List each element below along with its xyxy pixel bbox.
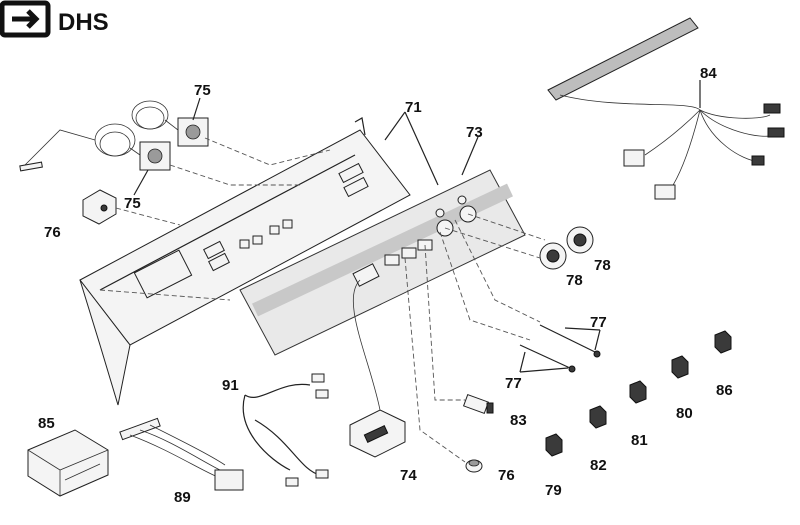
cap-76-lower xyxy=(465,459,483,473)
dhs-logo: DHS xyxy=(0,0,109,38)
switch-79 xyxy=(545,433,563,457)
switch-76-upper xyxy=(82,189,117,225)
switch-82 xyxy=(589,405,607,429)
panel-buttons xyxy=(203,162,369,272)
switch-86 xyxy=(714,330,732,354)
label-84: 84 xyxy=(700,65,717,82)
label-83: 83 xyxy=(510,412,527,429)
logo-text: DHS xyxy=(58,9,109,36)
label-91: 91 xyxy=(222,377,239,394)
label-76-lower: 76 xyxy=(498,467,515,484)
label-80: 80 xyxy=(676,405,693,422)
label-75-lower: 75 xyxy=(124,195,141,212)
switch-80 xyxy=(671,355,689,379)
timer-box-74 xyxy=(349,279,406,458)
thermostat-75-lower xyxy=(19,123,171,172)
control-box-85 xyxy=(27,429,109,497)
label-89: 89 xyxy=(174,489,191,506)
leader-lines xyxy=(99,80,701,463)
label-78-left: 78 xyxy=(566,272,583,289)
label-74: 74 xyxy=(400,467,417,484)
label-78-right: 78 xyxy=(594,257,611,274)
label-82: 82 xyxy=(590,457,607,474)
label-76-upper: 76 xyxy=(44,224,61,241)
label-77-upper: 77 xyxy=(590,314,607,331)
thermostat-75-upper xyxy=(131,100,209,147)
label-77-lower: 77 xyxy=(505,375,522,392)
label-86: 86 xyxy=(716,382,733,399)
label-81: 81 xyxy=(631,432,648,449)
label-73: 73 xyxy=(466,124,483,141)
sensor-77-lower xyxy=(519,344,576,373)
label-71: 71 xyxy=(405,99,422,116)
harness-89 xyxy=(119,417,244,491)
part-labels: 71 73 74 75 75 76 76 77 77 78 78 79 80 8… xyxy=(38,65,733,506)
sensor-77-upper xyxy=(539,324,601,358)
harness-84 xyxy=(547,17,785,200)
lampholder-83 xyxy=(462,393,494,415)
switch-81 xyxy=(629,380,647,404)
label-85: 85 xyxy=(38,415,55,432)
label-79: 79 xyxy=(545,482,562,499)
control-panel-71 xyxy=(79,117,411,406)
knob-78-left xyxy=(539,242,567,270)
label-75-upper: 75 xyxy=(194,82,211,99)
cable-91 xyxy=(242,373,329,487)
knob-78-right xyxy=(566,226,594,254)
